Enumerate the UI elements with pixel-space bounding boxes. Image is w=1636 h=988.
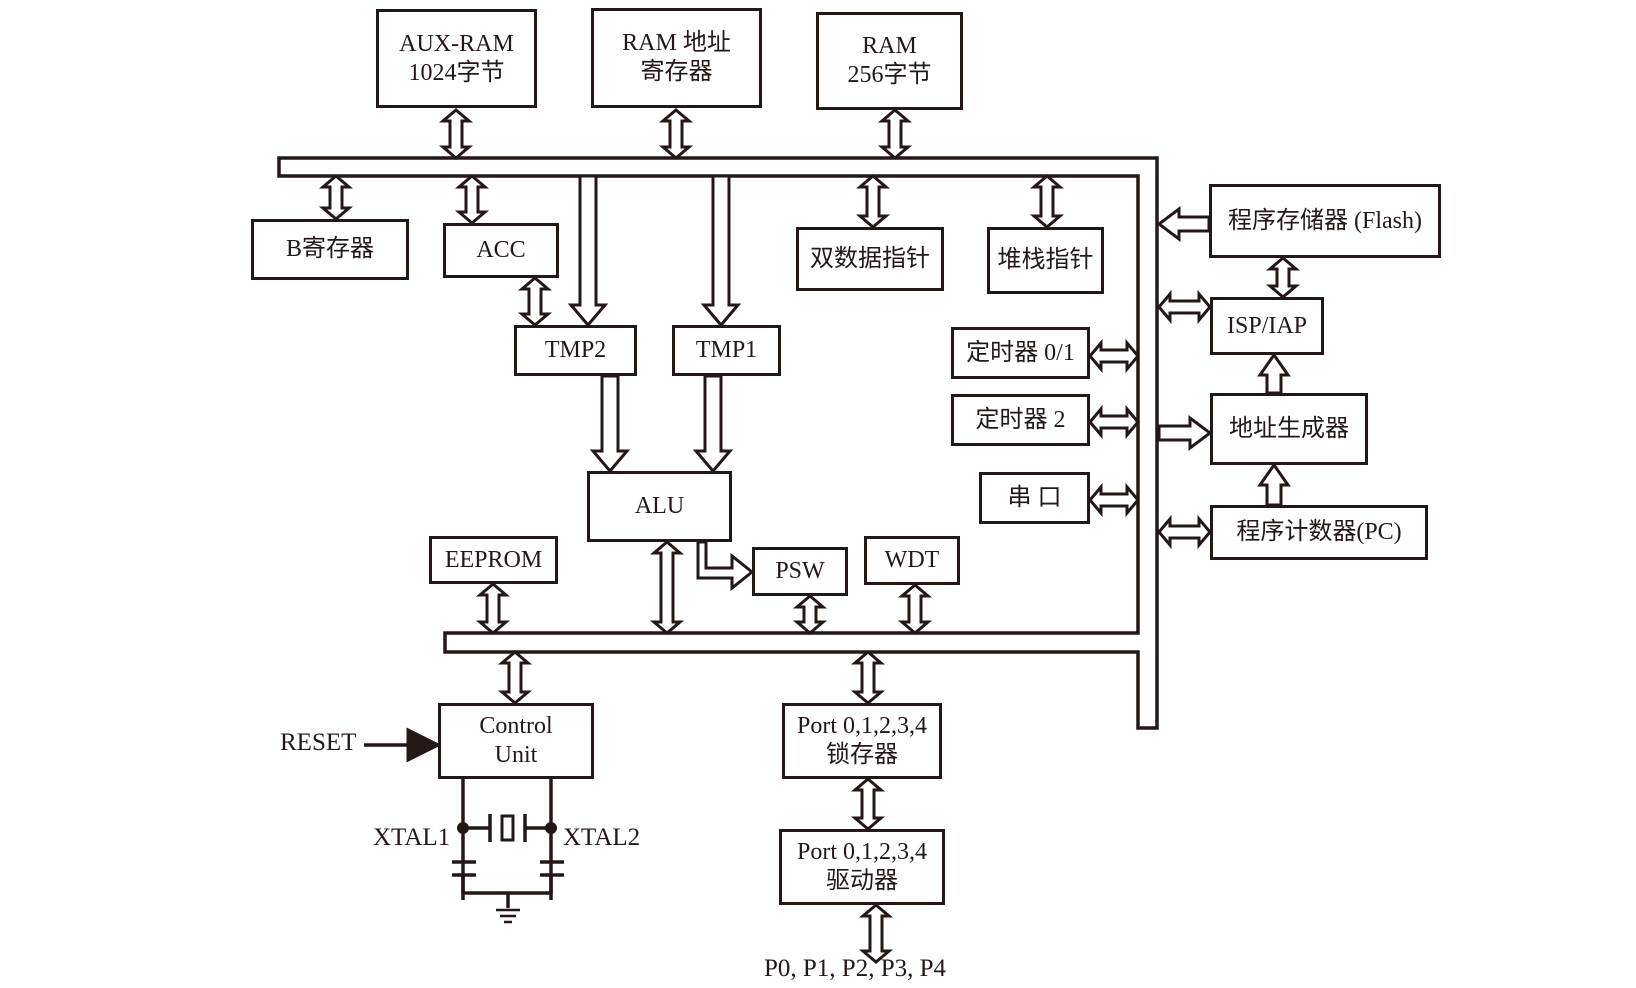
arrow-bus-to-addrgen	[1157, 415, 1213, 451]
arrow-alu-to-psw	[696, 540, 755, 592]
bidirectional-arrow-timer01	[1088, 338, 1140, 374]
box-label: TMP1	[695, 337, 758, 363]
box-label: 程序存储器 (Flash)	[1228, 207, 1422, 234]
psw-box: PSW	[752, 547, 848, 596]
box-label: 寄存器	[640, 59, 713, 85]
box-label: EEPROM	[444, 546, 543, 573]
box-label: ACC	[476, 237, 526, 263]
bidirectional-arrow-aux-ram	[438, 108, 474, 160]
bidirectional-arrow-ports	[858, 903, 894, 964]
arrow-tmp1-to-alu	[692, 374, 734, 474]
acc-box: ACC	[443, 223, 559, 278]
box-label: AUX-RAM	[399, 30, 514, 57]
tmp2-box: TMP2	[514, 325, 637, 376]
ground-icon	[496, 908, 520, 924]
address-generator-box: 地址生成器	[1210, 393, 1368, 465]
bidirectional-arrow-latch-driver	[850, 777, 886, 831]
box-label: ISP/IAP	[1226, 312, 1308, 339]
internal-bus	[277, 156, 1159, 730]
arrow-flash-to-bus	[1156, 206, 1211, 242]
junction-dot	[545, 822, 557, 834]
flash-memory-box: 程序存储器 (Flash)	[1209, 184, 1441, 258]
dual-data-pointer-box: 双数据指针	[796, 227, 944, 291]
bidirectional-arrow-pc-bus	[1157, 514, 1212, 550]
bidirectional-arrow-psw	[792, 594, 828, 635]
box-label: 定时器 0/1	[966, 339, 1075, 366]
crystal-icon	[500, 814, 515, 842]
ram-address-register-box: RAM 地址寄存器	[591, 8, 762, 108]
bidirectional-arrow-control	[497, 650, 533, 705]
box-label: 程序计数器(PC)	[1236, 519, 1402, 545]
isp-iap-box: ISP/IAP	[1210, 297, 1324, 355]
box-label: 定时器 2	[975, 406, 1066, 433]
bidirectional-arrow-alu-bus	[649, 540, 685, 635]
box-label: RAM	[862, 33, 917, 59]
bidirectional-arrow-timer2	[1088, 404, 1140, 440]
bidirectional-arrow-uart	[1088, 482, 1140, 518]
xtal2-label: XTAL2	[563, 824, 641, 851]
ram-256-box: RAM 256字节	[816, 12, 963, 110]
bidirectional-arrow-ram-addr	[658, 108, 694, 160]
bidirectional-arrow-eeprom	[475, 582, 511, 635]
bidirectional-arrow-port-latch	[850, 650, 886, 705]
crystal-wires	[461, 779, 553, 900]
box-label: 256字节	[847, 62, 932, 88]
box-label: Port 0,1,2,3,4	[796, 839, 927, 865]
box-label: RAM 地址	[622, 30, 731, 56]
stack-pointer-box: 堆栈指针	[987, 227, 1104, 294]
eeprom-box: EEPROM	[429, 536, 558, 584]
bidirectional-arrow-dptr	[855, 174, 891, 229]
capacitor-icon	[452, 860, 564, 877]
box-label: 驱动器	[826, 868, 898, 894]
serial-port-box: 串 口	[979, 472, 1090, 524]
box-label: 地址生成器	[1229, 415, 1349, 442]
bidirectional-arrow-ram256	[877, 108, 913, 160]
box-label: 双数据指针	[810, 245, 930, 272]
bidirectional-arrow-b-reg	[318, 174, 354, 221]
bidirectional-arrow-isp-bus	[1157, 289, 1212, 325]
wdt-box: WDT	[864, 536, 960, 585]
port-latch-box: Port 0,1,2,3,4 锁存器	[782, 703, 942, 779]
alu-box: ALU	[587, 471, 732, 542]
arrow-pc-to-addrgen	[1257, 462, 1291, 507]
arrow-tmp2-to-alu	[589, 374, 631, 474]
box-label: PSW	[775, 558, 825, 584]
box-label: ALU	[634, 493, 685, 519]
bidirectional-arrow-acc-tmp2	[517, 276, 553, 327]
bidirectional-arrow-wdt	[897, 583, 933, 635]
box-label: 1024字节	[408, 59, 505, 86]
arrow-addrgen-to-isp	[1257, 352, 1291, 395]
junction-dot	[457, 822, 469, 834]
box-label: 堆栈指针	[997, 247, 1094, 273]
arrow-bus-to-tmp2	[567, 174, 609, 328]
ground-wire	[461, 875, 553, 908]
xtal1-label: XTAL1	[373, 824, 451, 851]
box-label: 串 口	[1007, 484, 1062, 511]
program-counter-box: 程序计数器(PC)	[1210, 505, 1428, 560]
port-driver-box: Port 0,1,2,3,4 驱动器	[779, 829, 945, 905]
box-label: Control	[479, 713, 553, 739]
timer-2-box: 定时器 2	[951, 394, 1090, 446]
bidirectional-arrow-flash-isp	[1265, 256, 1301, 299]
tmp1-box: TMP1	[672, 325, 781, 376]
box-label: Port 0,1,2,3,4	[796, 713, 927, 739]
bidirectional-arrow-sp	[1029, 174, 1065, 229]
box-label: B寄存器	[285, 236, 374, 262]
ports-label: P0, P1, P2, P3, P4	[764, 955, 947, 982]
b-register-box: B寄存器	[251, 219, 409, 280]
arrow-bus-to-tmp1	[700, 174, 742, 328]
box-label: TMP2	[544, 337, 607, 363]
bidirectional-arrow-acc	[454, 174, 490, 225]
timer-0-1-box: 定时器 0/1	[951, 327, 1090, 379]
box-label: 锁存器	[826, 742, 898, 768]
reset-label: RESET	[280, 729, 357, 756]
box-label: WDT	[884, 547, 940, 573]
box-label: Unit	[494, 742, 538, 768]
